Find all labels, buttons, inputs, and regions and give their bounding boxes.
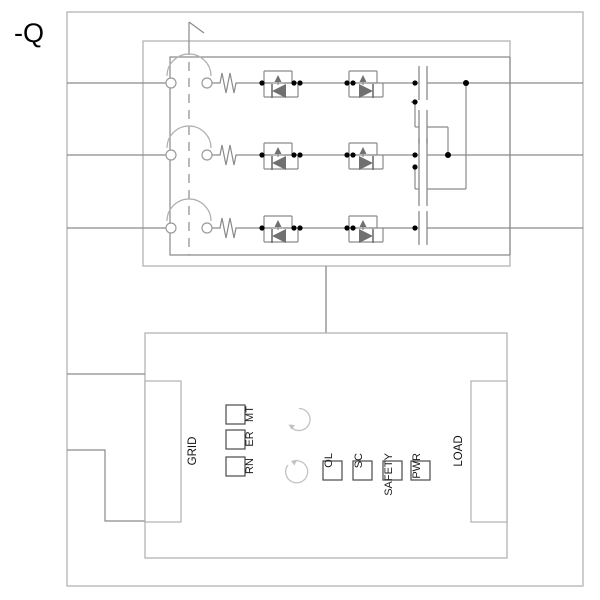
terminal-grid-label: GRID xyxy=(187,437,199,466)
three-pole-disconnector[interactable] xyxy=(165,21,216,255)
capacitor-3 xyxy=(418,137,428,173)
indicator-pwr[interactable]: PWR xyxy=(410,453,431,481)
power-stage-box xyxy=(142,40,511,267)
grid-wiring xyxy=(67,373,145,522)
led-rn[interactable]: RN xyxy=(225,456,256,477)
line-chokes xyxy=(215,72,262,239)
disconnector-pole-2 xyxy=(165,125,216,161)
terminal-load[interactable]: LOAD xyxy=(453,380,508,523)
indicator-sc[interactable]: SC xyxy=(352,453,373,481)
rotation-icon-group xyxy=(285,407,311,484)
capacitor-1 xyxy=(418,65,428,101)
line-choke-3 xyxy=(215,217,241,239)
indicator-ol[interactable]: OL xyxy=(322,453,343,481)
indicator-safety[interactable]: SAFETY xyxy=(382,452,403,496)
line-choke-1 xyxy=(215,72,241,94)
indicator-group: OL SC SAFETY PWR xyxy=(322,452,431,496)
indicator-pwr-label: PWR xyxy=(411,453,423,479)
igbt-interconnects xyxy=(300,82,415,229)
line-choke-2 xyxy=(215,144,241,166)
capacitor-5 xyxy=(418,210,428,246)
disconnector-pole-1 xyxy=(165,53,216,89)
outer-enclosure-frame xyxy=(66,11,584,587)
indicator-ol-label: OL xyxy=(323,453,335,468)
capacitor-4 xyxy=(418,171,428,207)
led-mt[interactable]: MT xyxy=(225,404,256,425)
indicator-sc-label: SC xyxy=(353,453,365,468)
indicator-safety-label: SAFETY xyxy=(383,452,395,495)
designation-label: -Q xyxy=(14,18,44,48)
terminal-load-label: LOAD xyxy=(453,435,465,466)
phase-input-lines xyxy=(67,82,170,229)
led-er-label: ER xyxy=(244,431,256,446)
output-bus-lines xyxy=(470,57,583,255)
status-led-group: MT ER RN xyxy=(225,404,256,477)
disconnector-input-bus xyxy=(169,56,510,256)
capacitor-2 xyxy=(418,109,428,145)
led-rn-label: RN xyxy=(244,458,256,474)
rotation-cw-icon[interactable] xyxy=(287,407,311,432)
rotation-ccw-icon[interactable] xyxy=(285,458,309,484)
led-mt-label: MT xyxy=(244,406,256,422)
terminal-grid[interactable]: GRID xyxy=(144,380,199,523)
led-er[interactable]: ER xyxy=(225,429,256,450)
junction-nodes xyxy=(259,80,469,231)
disconnector-pole-3 xyxy=(165,198,216,234)
